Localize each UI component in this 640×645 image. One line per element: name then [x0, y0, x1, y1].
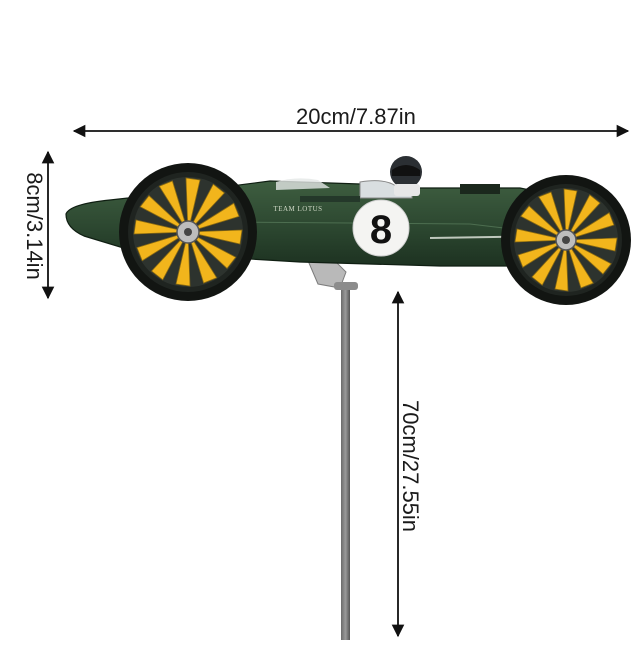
car-number: 8 [370, 208, 392, 252]
height-dimension-label: 8cm/3.14in [22, 172, 47, 280]
left-wheel-blades [133, 177, 243, 287]
number-roundel [352, 199, 410, 257]
stake-pole [341, 286, 350, 640]
driver-helmet [390, 156, 422, 196]
right-wheel-blades [514, 188, 618, 292]
pole-dimension-label: 70cm/27.55in [398, 399, 423, 533]
width-dimension-label: 20cm/7.87in [296, 104, 416, 129]
pole-collar [334, 282, 358, 290]
left-pinwheel-wheel [119, 163, 257, 301]
body-lettering: TEAM LOTUS [273, 205, 322, 213]
right-pinwheel-wheel [501, 175, 631, 305]
